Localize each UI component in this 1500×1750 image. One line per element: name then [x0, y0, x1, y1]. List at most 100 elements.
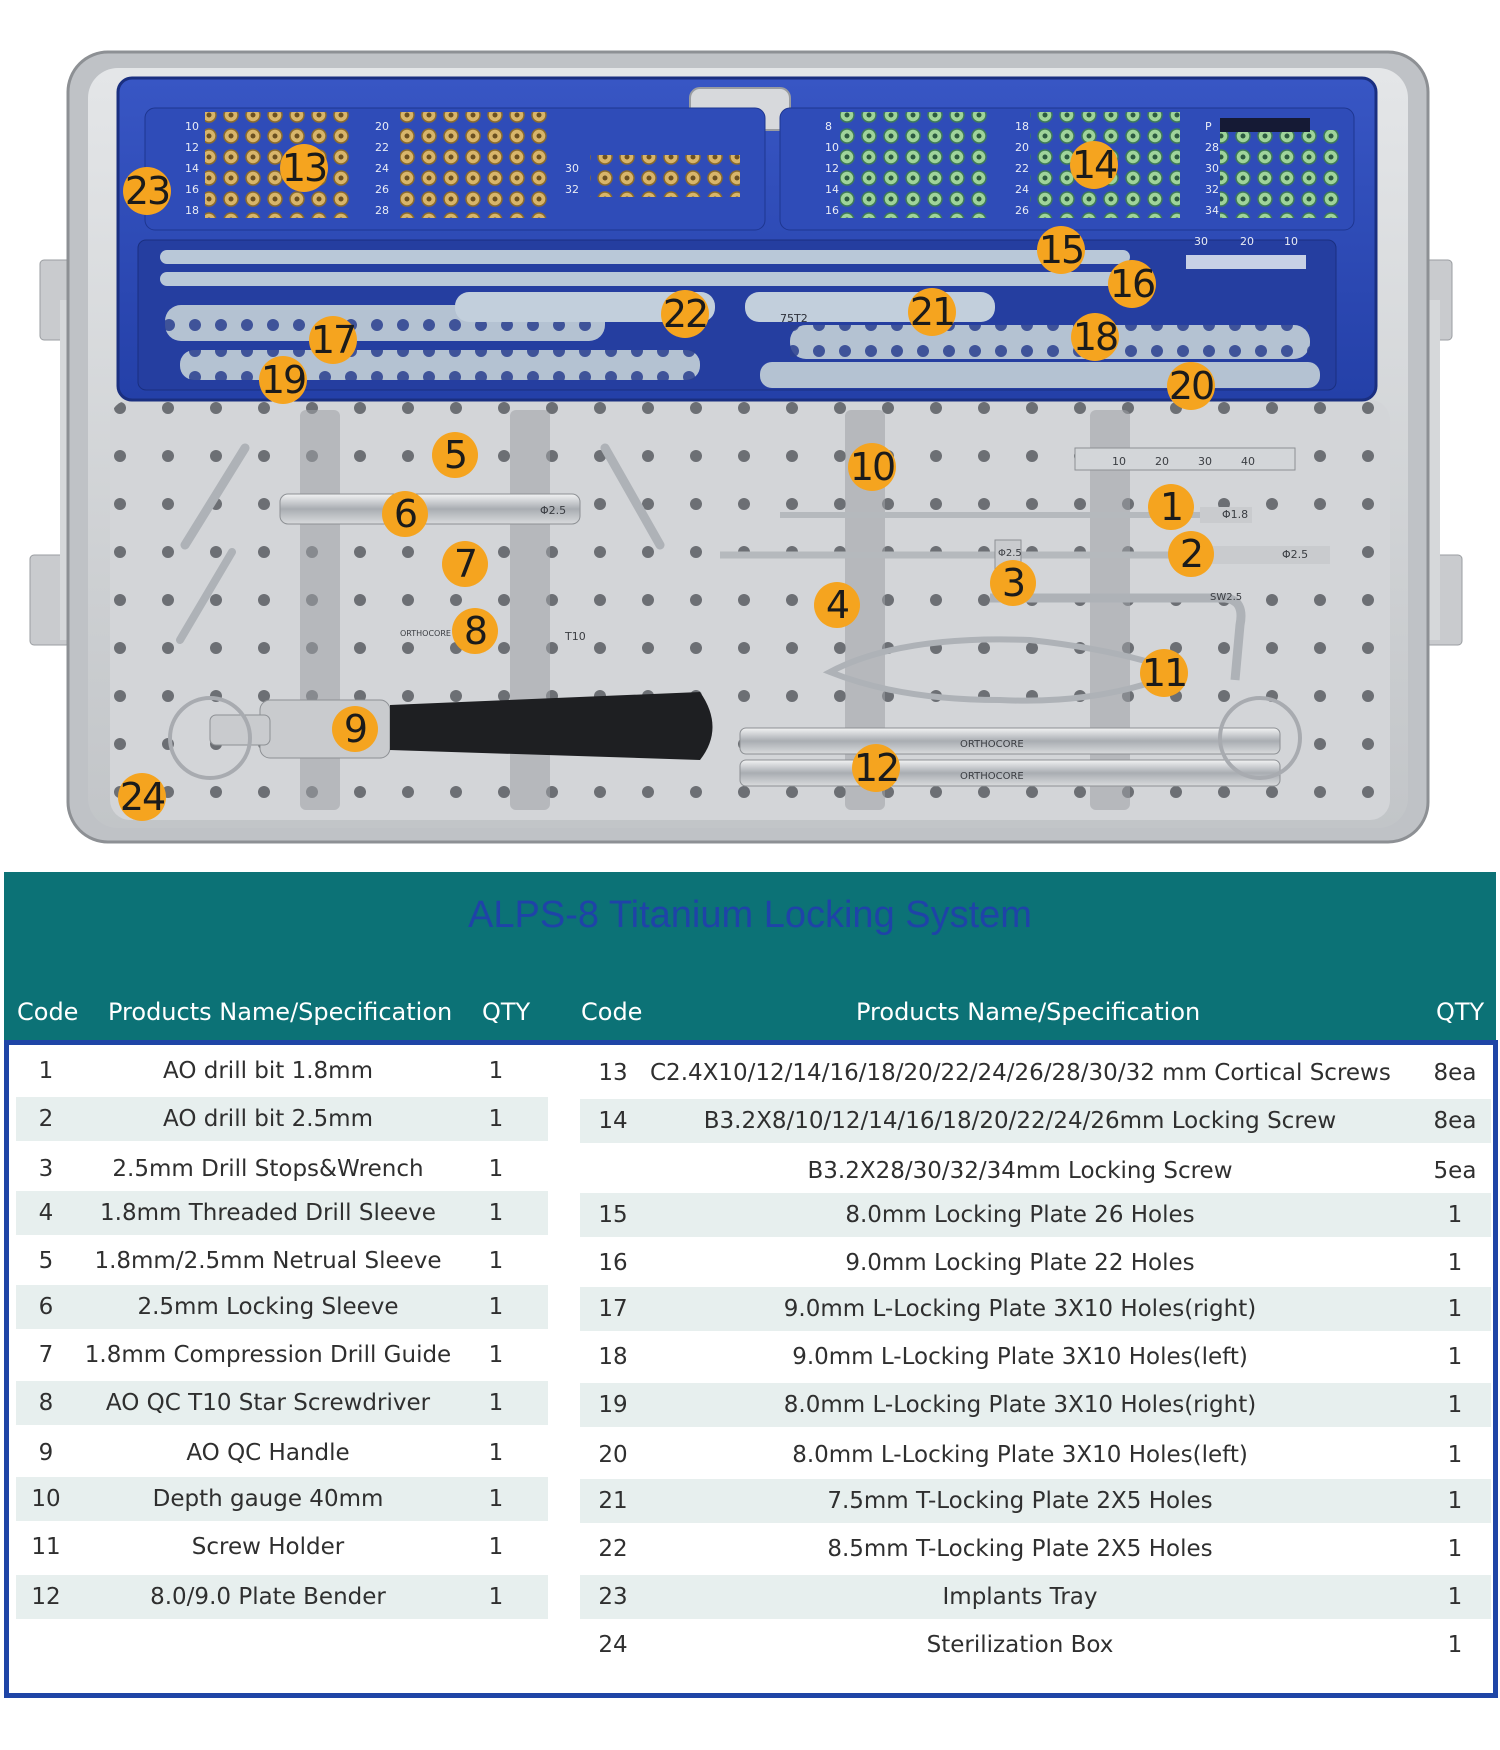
- brand-mark: ORTHOCORE: [960, 739, 1024, 750]
- right-row-label-b: 22: [1015, 162, 1029, 175]
- plate-mark: 75T2: [780, 312, 808, 325]
- row-code: 22: [598, 1536, 628, 1562]
- mid-row-label: 24: [375, 162, 389, 175]
- table-row: 12 8.0/9.0 Plate Bender 1: [16, 1575, 548, 1619]
- callout-24: 24: [118, 773, 166, 821]
- row-code: 15: [598, 1202, 628, 1228]
- row-qty: 1: [1447, 1632, 1463, 1658]
- product-photo: 10 12 14 16 18 20 22 24 26 28 30 32 8 10…: [0, 0, 1500, 860]
- row-code: 8: [38, 1390, 54, 1416]
- row-name: 2.5mm Locking Sleeve: [137, 1294, 399, 1320]
- callout-13: 13: [280, 144, 328, 192]
- row-code: 11: [31, 1534, 61, 1560]
- mid-row-label-b: 32: [565, 183, 579, 196]
- brand-mark: ORTHOCORE: [960, 771, 1024, 782]
- row-code: 12: [31, 1584, 61, 1610]
- table-title: ALPS-8 Titanium Locking System: [468, 894, 1032, 936]
- mid-row-label: 22: [375, 141, 389, 154]
- drill-stop-mark: Φ2.5: [998, 548, 1022, 559]
- row-code: 20: [598, 1442, 628, 1468]
- row-name: 7.5mm T-Locking Plate 2X5 Holes: [827, 1488, 1213, 1514]
- table-row: 21 7.5mm T-Locking Plate 2X5 Holes 1: [580, 1479, 1491, 1523]
- row-qty: 1: [488, 1534, 504, 1560]
- callout-12: 12: [852, 744, 900, 792]
- row-qty: 1: [488, 1486, 504, 1512]
- row-name: AO drill bit 2.5mm: [163, 1106, 373, 1132]
- callout-14: 14: [1070, 141, 1118, 189]
- callout-5: 5: [432, 432, 478, 478]
- row-code: 21: [598, 1488, 628, 1514]
- row-qty: 1: [488, 1440, 504, 1466]
- row-code: 2: [38, 1106, 54, 1132]
- left-name-header: Products Name/Specification: [108, 998, 453, 1026]
- table-row: B3.2X28/30/32/34mm Locking Screw 5ea: [580, 1149, 1491, 1193]
- row-code: 4: [38, 1200, 54, 1226]
- callout-19: 19: [259, 356, 307, 404]
- row-name: 1.8mm/2.5mm Netrual Sleeve: [94, 1248, 442, 1274]
- row-name: 8.0mm Locking Plate 26 Holes: [845, 1202, 1195, 1228]
- left-row-label: 14: [185, 162, 199, 175]
- ruler-label: 10: [1284, 235, 1298, 248]
- left-row-label: 18: [185, 204, 199, 217]
- row-qty: 1: [488, 1058, 504, 1084]
- row-code: 5: [38, 1248, 54, 1274]
- table-row: 4 1.8mm Threaded Drill Sleeve 1: [16, 1191, 548, 1235]
- row-name: 2.5mm Drill Stops&Wrench: [112, 1156, 424, 1182]
- row-qty: 1: [1447, 1442, 1463, 1468]
- row-code: 1: [38, 1058, 54, 1084]
- row-code: 19: [598, 1392, 628, 1418]
- row-code: 10: [31, 1486, 61, 1512]
- callout-1: 1: [1148, 484, 1194, 530]
- table-row: 22 8.5mm T-Locking Plate 2X5 Holes 1: [580, 1527, 1491, 1571]
- depth-scale-label: 30: [1198, 455, 1212, 468]
- right-row-label-b: 18: [1015, 120, 1029, 133]
- callout-10: 10: [848, 443, 896, 491]
- row-name: Depth gauge 40mm: [152, 1486, 384, 1512]
- row-qty: 1: [1447, 1250, 1463, 1276]
- row-qty: 1: [488, 1248, 504, 1274]
- right-row-label-c: 30: [1205, 162, 1219, 175]
- row-qty: 1: [1447, 1296, 1463, 1322]
- row-code: 9: [38, 1440, 54, 1466]
- callout-18: 18: [1071, 313, 1119, 361]
- mid-row-label: 28: [375, 204, 389, 217]
- mid-row-label-b: 30: [565, 162, 579, 175]
- right-row-label-b: 20: [1015, 141, 1029, 154]
- depth-scale-label: 40: [1241, 455, 1255, 468]
- table-row: 13 C2.4X10/12/14/16/18/20/22/24/26/28/30…: [580, 1051, 1491, 1095]
- table-row: 24 Sterilization Box 1: [580, 1623, 1491, 1667]
- callout-3: 3: [990, 560, 1036, 606]
- table-row: 9 AO QC Handle 1: [16, 1431, 548, 1475]
- row-name: Sterilization Box: [926, 1632, 1114, 1658]
- row-name: AO drill bit 1.8mm: [163, 1058, 373, 1084]
- table-row: 18 9.0mm L-Locking Plate 3X10 Holes(left…: [580, 1335, 1491, 1379]
- right-row-label-c: 34: [1205, 204, 1219, 217]
- callout-7: 7: [442, 541, 488, 587]
- table-row: 10 Depth gauge 40mm 1: [16, 1477, 548, 1521]
- depth-scale-label: 20: [1155, 455, 1169, 468]
- row-name: C2.4X10/12/14/16/18/20/22/24/26/28/30/32…: [650, 1060, 1391, 1086]
- row-qty: 1: [1447, 1392, 1463, 1418]
- wrench-mark: SW2.5: [1210, 592, 1242, 603]
- sterilization-box-illustration: 10 12 14 16 18 20 22 24 26 28 30 32 8 10…: [29, 50, 1463, 844]
- row-name: 8.5mm T-Locking Plate 2X5 Holes: [827, 1536, 1213, 1562]
- row-qty: 1: [488, 1584, 504, 1610]
- left-row-label: 10: [185, 120, 199, 133]
- ruler-label: 30: [1194, 235, 1208, 248]
- callout-17: 17: [309, 316, 357, 364]
- brand-mark: ORTHOCORE: [400, 629, 451, 638]
- row-name: AO QC Handle: [186, 1440, 350, 1466]
- row-qty: 1: [1447, 1344, 1463, 1370]
- row-qty: 8ea: [1433, 1108, 1477, 1134]
- left-row-label: 16: [185, 183, 199, 196]
- row-qty: 1: [1447, 1536, 1463, 1562]
- left-code-header: Code: [17, 998, 79, 1026]
- row-name: B3.2X28/30/32/34mm Locking Screw: [807, 1158, 1233, 1184]
- callout-6: 6: [382, 491, 428, 537]
- right-row-label-c: P: [1205, 120, 1212, 133]
- row-qty: 1: [1447, 1584, 1463, 1610]
- row-name: 8.0/9.0 Plate Bender: [150, 1584, 386, 1610]
- table-row: 11 Screw Holder 1: [16, 1525, 548, 1569]
- screwdriver-tip-mark: T10: [564, 630, 586, 643]
- row-qty: 1: [488, 1106, 504, 1132]
